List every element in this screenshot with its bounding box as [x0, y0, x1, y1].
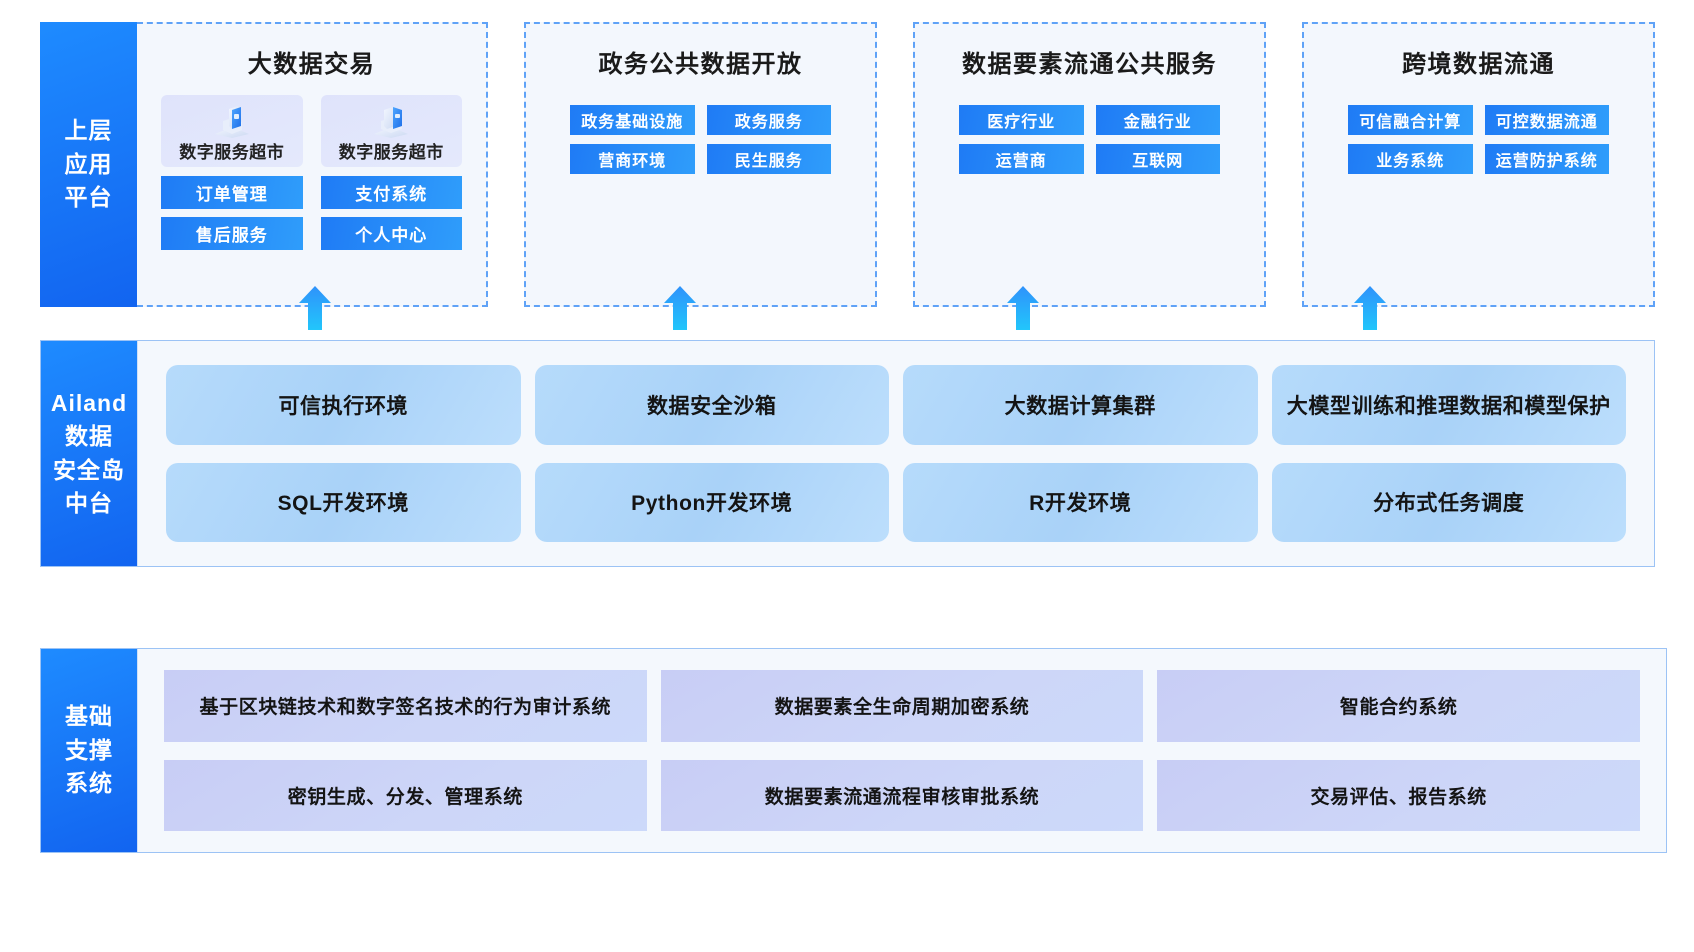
- tag-grid: 可信融合计算 可控数据流通 业务系统 运营防护系统: [1304, 105, 1653, 174]
- app-tag-operation-protection-system[interactable]: 运营防护系统: [1484, 144, 1609, 174]
- layer-label-foundational-support-system: 基础 支撑 系统: [41, 649, 138, 852]
- support-card-row: 密钥生成、分发、管理系统 数据要素流通流程审核审批系统 交易评估、报告系统: [164, 759, 1641, 831]
- layer-label-line: 上层: [64, 117, 113, 144]
- icon-card-digital-service-store-1[interactable]: 数字服务超市: [161, 95, 303, 167]
- ailand-card-sql-dev-environment[interactable]: SQL开发环境: [166, 462, 521, 542]
- ailand-card-row: SQL开发环境 Python开发环境 R开发环境 分布式任务调度: [166, 462, 1626, 542]
- app-tag-payment-system[interactable]: 支付系统: [320, 176, 462, 209]
- tag-grid: 订单管理 支付系统 售后服务 个人中心: [161, 176, 462, 250]
- support-card-smart-contract-system[interactable]: 智能合约系统: [1157, 670, 1641, 742]
- icon-card-label: 数字服务超市: [179, 143, 285, 162]
- ailand-card-big-data-computing-cluster[interactable]: 大数据计算集群: [903, 365, 1258, 445]
- support-card-area: 基于区块链技术和数字签名技术的行为审计系统 数据要素全生命周期加密系统 智能合约…: [138, 649, 1666, 852]
- ailand-card-area: 可信执行环境 数据安全沙箱 大数据计算集群 大模型训练和推理数据和模型保护 SQ…: [138, 341, 1654, 566]
- foundational-support-system-layer: 基础 支撑 系统 基于区块链技术和数字签名技术的行为审计系统 数据要素全生命周期…: [40, 648, 1667, 853]
- icon-card-label: 数字服务超市: [338, 143, 444, 162]
- layer-label-line: 系统: [65, 770, 113, 797]
- app-tag-after-sales-service[interactable]: 售后服务: [161, 217, 303, 250]
- support-card-blockchain-audit-system[interactable]: 基于区块链技术和数字签名技术的行为审计系统: [164, 670, 647, 742]
- layer-label-upper-application-platform: 上层 应用 平台: [40, 22, 137, 307]
- application-column-data-element-public-service[interactable]: 数据要素流通公共服务 医疗行业 金融行业 运营商 互联网: [913, 22, 1266, 307]
- ailand-card-data-security-sandbox[interactable]: 数据安全沙箱: [534, 365, 889, 445]
- ailand-card-distributed-task-scheduling[interactable]: 分布式任务调度: [1271, 462, 1626, 542]
- column-title: 数据要素流通公共服务: [962, 51, 1217, 78]
- app-tag-business-system[interactable]: 业务系统: [1348, 144, 1473, 174]
- app-tag-government-services[interactable]: 政务服务: [706, 105, 831, 135]
- tag-grid: 医疗行业 金融行业 运营商 互联网: [915, 105, 1264, 174]
- app-tag-medical-industry[interactable]: 医疗行业: [959, 105, 1084, 135]
- upper-application-platform-layer: 上层 应用 平台 大数据交易: [40, 22, 1655, 307]
- ailand-data-security-island-layer: Ailand 数据 安全岛 中台 可信执行环境 数据安全沙箱 大数据计算集群 大…: [40, 340, 1655, 567]
- arrow-up-to-data-element-service: [1007, 286, 1039, 330]
- ailand-card-large-model-training-protection[interactable]: 大模型训练和推理数据和模型保护: [1271, 365, 1626, 445]
- application-column-big-data-trading[interactable]: 大数据交易: [137, 22, 488, 307]
- layer-label-line: 数据: [65, 423, 113, 450]
- column-title: 跨境数据流通: [1402, 51, 1555, 78]
- layer-label-line: 中台: [65, 489, 113, 516]
- icon-card-digital-service-store-2[interactable]: 数字服务超市: [320, 95, 462, 167]
- application-columns: 大数据交易: [137, 22, 1655, 307]
- column-title: 大数据交易: [247, 51, 376, 78]
- app-tag-controllable-data-flow[interactable]: 可控数据流通: [1484, 105, 1609, 135]
- app-tag-financial-industry[interactable]: 金融行业: [1095, 105, 1220, 135]
- support-card-key-management-system[interactable]: 密钥生成、分发、管理系统: [164, 759, 647, 831]
- app-tag-government-infrastructure[interactable]: 政务基础设施: [570, 105, 695, 135]
- support-card-flow-approval-system[interactable]: 数据要素流通流程审核审批系统: [660, 759, 1144, 831]
- app-tag-personal-center[interactable]: 个人中心: [320, 217, 462, 250]
- arrow-up-to-big-data-trading: [299, 286, 331, 330]
- digital-service-store-icon: [210, 101, 254, 139]
- icon-card-row: 数字服务超市: [161, 95, 462, 167]
- tag-grid: 政务基础设施 政务服务 营商环境 民生服务: [526, 105, 875, 174]
- digital-service-store-icon: [369, 101, 413, 139]
- support-card-row: 基于区块链技术和数字签名技术的行为审计系统 数据要素全生命周期加密系统 智能合约…: [164, 670, 1641, 742]
- app-tag-internet[interactable]: 互联网: [1095, 144, 1220, 174]
- layer-label-line: 平台: [64, 184, 113, 211]
- arrow-up-to-government-data-opening: [664, 286, 696, 330]
- arrow-up-to-cross-border-data-flow: [1354, 286, 1386, 330]
- app-tag-public-welfare-services[interactable]: 民生服务: [706, 144, 831, 174]
- ailand-card-row: 可信执行环境 数据安全沙箱 大数据计算集群 大模型训练和推理数据和模型保护: [166, 365, 1626, 445]
- layer-label-ailand-data-security-island: Ailand 数据 安全岛 中台: [41, 341, 138, 566]
- layer-label-line: 应用: [64, 150, 113, 177]
- ailand-card-python-dev-environment[interactable]: Python开发环境: [534, 462, 889, 542]
- ailand-card-trusted-execution-environment[interactable]: 可信执行环境: [166, 365, 521, 445]
- application-column-cross-border-data-flow[interactable]: 跨境数据流通 可信融合计算 可控数据流通 业务系统 运营防护系统: [1302, 22, 1655, 307]
- layer-label-line: 基础: [65, 703, 113, 730]
- support-card-transaction-evaluation-report-system[interactable]: 交易评估、报告系统: [1157, 759, 1641, 831]
- column-body: 数字服务超市: [137, 95, 486, 250]
- layer-label-line: 支撑: [65, 736, 113, 763]
- app-tag-order-management[interactable]: 订单管理: [161, 176, 303, 209]
- app-tag-trusted-fusion-computing[interactable]: 可信融合计算: [1348, 105, 1473, 135]
- layer-label-line: 安全岛: [53, 456, 125, 483]
- app-tag-telecom-operator[interactable]: 运营商: [959, 144, 1084, 174]
- column-title: 政务公共数据开放: [598, 51, 803, 78]
- ailand-card-r-dev-environment[interactable]: R开发环境: [903, 462, 1258, 542]
- app-tag-business-environment[interactable]: 营商环境: [570, 144, 695, 174]
- layer-label-line: Ailand: [50, 389, 128, 416]
- application-column-government-data-opening[interactable]: 政务公共数据开放 政务基础设施 政务服务 营商环境 民生服务: [524, 22, 877, 307]
- support-card-lifecycle-encryption-system[interactable]: 数据要素全生命周期加密系统: [660, 670, 1144, 742]
